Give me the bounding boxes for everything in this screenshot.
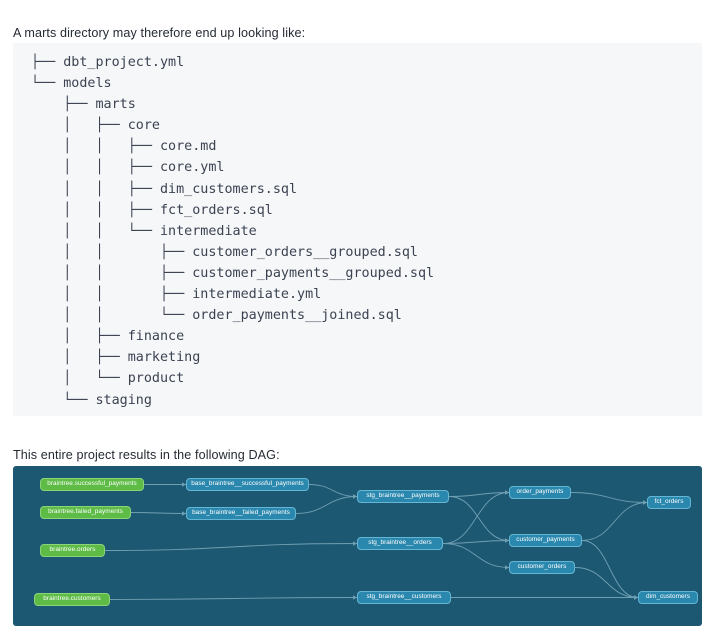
dag-arrowhead bbox=[634, 595, 638, 600]
dag-node-dim_customers[interactable]: dim_customers bbox=[638, 591, 698, 604]
dag-edge-customer_payments-to-dim_customers bbox=[581, 540, 639, 598]
dag-node-braintree_customers[interactable]: braintree.customers bbox=[34, 593, 110, 606]
dag-node-base_braintree__successful_payments[interactable]: base_braintree__successful_payments bbox=[186, 478, 309, 491]
dag-edge-braintree_failed_payments-to-base_braintree__failed_payments bbox=[130, 512, 187, 514]
dag-edge-base_braintree__successful_payments-to-stg_braintree__payments bbox=[308, 484, 358, 497]
dag-arrowhead bbox=[182, 511, 186, 516]
dag-arrowhead bbox=[505, 538, 509, 543]
dag-node-braintree_orders[interactable]: braintree.orders bbox=[40, 544, 105, 557]
dag-edge-stg_braintree__orders-to-customer_payments bbox=[442, 540, 510, 544]
dag-edge-order_payments-to-fct_orders bbox=[570, 492, 648, 503]
dag-arrowhead bbox=[182, 482, 186, 487]
dag-edge-stg_braintree__payments-to-order_payments bbox=[448, 492, 510, 497]
dag-node-stg_braintree__orders[interactable]: stg_braintree__orders bbox=[357, 537, 443, 550]
dag-node-stg_braintree__payments[interactable]: stg_braintree__payments bbox=[357, 490, 449, 503]
dag-arrowhead bbox=[353, 494, 357, 499]
dag-edge-base_braintree__failed_payments-to-stg_braintree__payments bbox=[295, 496, 358, 514]
dag-node-order_payments[interactable]: order_payments bbox=[509, 486, 571, 499]
dag-caption-paragraph: This entire project results in the follo… bbox=[13, 447, 280, 462]
dag-arrowhead bbox=[505, 565, 509, 570]
dag-edge-customer_payments-to-fct_orders bbox=[581, 502, 648, 541]
dag-arrowhead bbox=[643, 500, 647, 505]
dag-diagram-panel[interactable]: braintree.successful_payments braintree.f… bbox=[13, 466, 702, 626]
dag-node-customer_payments[interactable]: customer_payments bbox=[509, 534, 582, 547]
dag-node-stg_braintree__customers[interactable]: stg_braintree__customers bbox=[357, 591, 451, 604]
dag-node-fct_orders[interactable]: fct_orders bbox=[647, 496, 691, 509]
dag-arrowhead bbox=[505, 490, 509, 495]
dag-edge-customer_orders-to-dim_customers bbox=[574, 567, 639, 598]
dag-edges-layer bbox=[104, 482, 648, 600]
dag-edge-stg_braintree__orders-to-customer_orders bbox=[442, 543, 510, 568]
dag-node-base_braintree__failed_payments[interactable]: base_braintree__failed_payments bbox=[186, 507, 296, 520]
dag-edge-braintree_customers-to-stg_braintree__customers bbox=[109, 597, 358, 600]
dag-node-braintree_successful_payments[interactable]: braintree.successful_payments bbox=[40, 478, 144, 491]
dag-edge-braintree_orders-to-stg_braintree__orders bbox=[104, 543, 358, 551]
dag-arrowhead bbox=[353, 595, 357, 600]
dag-node-customer_orders[interactable]: customer_orders bbox=[509, 561, 575, 574]
directory-tree-text: ├── dbt_project.yml └── models ├── marts… bbox=[31, 55, 435, 408]
dag-edge-stg_braintree__orders-to-order_payments bbox=[442, 492, 510, 544]
directory-tree-code-block: ├── dbt_project.yml └── models ├── marts… bbox=[13, 43, 702, 416]
dag-edge-stg_braintree__payments-to-customer_payments bbox=[448, 496, 510, 541]
intro-paragraph: A marts directory may therefore end up l… bbox=[13, 25, 306, 40]
dag-node-braintree_failed_payments[interactable]: braintree.failed_payments bbox=[40, 506, 131, 519]
dag-arrowhead bbox=[353, 541, 357, 546]
